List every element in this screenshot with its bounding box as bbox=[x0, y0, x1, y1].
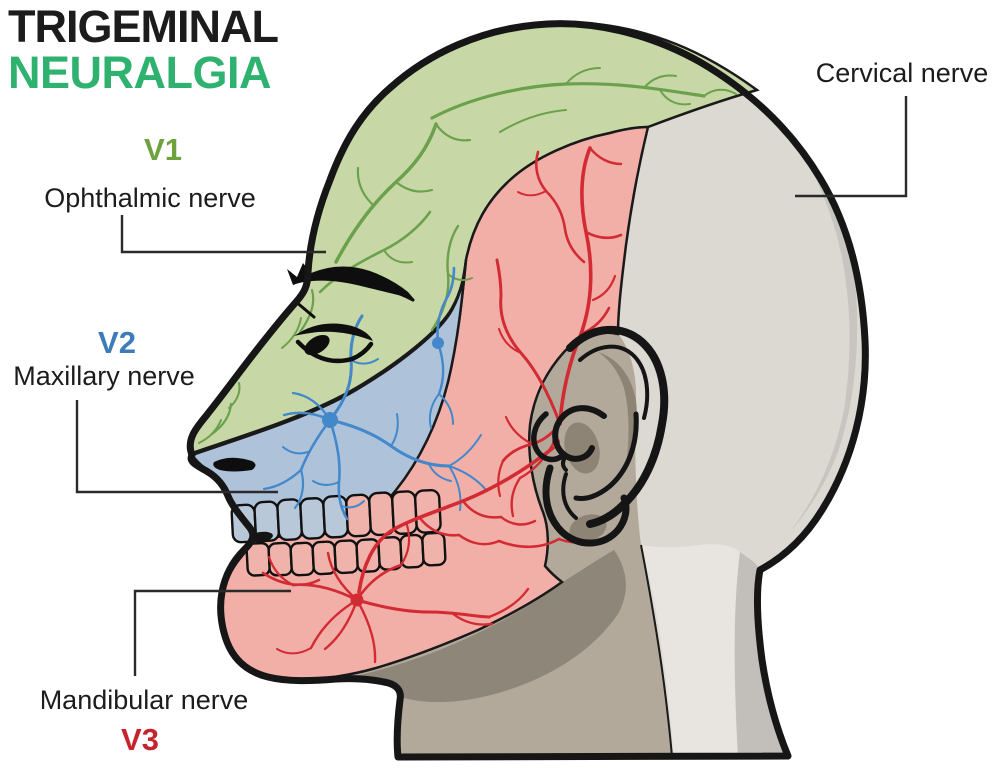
eyebrow bbox=[287, 263, 414, 299]
ear-tragus bbox=[531, 411, 565, 463]
cervical-name-label: Cervical nerve bbox=[816, 58, 989, 88]
ear-concha-curl bbox=[552, 405, 607, 462]
v2-name-label: Maxillary nerve bbox=[13, 361, 195, 391]
v3-nerve-branches bbox=[261, 146, 623, 664]
neck-divider-line bbox=[640, 544, 673, 758]
v2-leader-line bbox=[75, 400, 278, 494]
neck-light-band bbox=[641, 544, 740, 757]
cervical-leader-line bbox=[795, 96, 908, 198]
lower-teeth-row bbox=[245, 531, 447, 577]
v3-name-label: Mandibular nerve bbox=[40, 685, 249, 715]
leader-lines bbox=[75, 96, 908, 676]
ear-helix-outer bbox=[566, 326, 669, 528]
diagram-title-line2: NEURALGIA bbox=[8, 47, 271, 98]
neck-medium-band bbox=[734, 552, 788, 757]
v2-nerve-branches bbox=[262, 266, 488, 521]
eyebrow-hair-stroke bbox=[378, 285, 415, 302]
v3-ganglion-dot bbox=[350, 593, 364, 607]
eye-lower-lid bbox=[295, 339, 374, 364]
v1-abbr-label: V1 bbox=[144, 132, 182, 167]
v2-ganglion-dot-small bbox=[432, 337, 444, 349]
v3-leader-line bbox=[133, 589, 291, 676]
eye-upper-lid bbox=[294, 323, 373, 341]
v3-abbr-label: V3 bbox=[121, 722, 159, 757]
ear-antihelix bbox=[573, 411, 639, 501]
ear-lobe bbox=[542, 464, 630, 547]
diagram-title-line1: TRIGEMINAL bbox=[8, 1, 278, 52]
v1-leader-line bbox=[120, 215, 326, 254]
v1-name-label: Ophthalmic nerve bbox=[44, 183, 256, 213]
ear-lobe-inner bbox=[561, 472, 578, 520]
ear-concha-shadow bbox=[598, 352, 637, 466]
ear-notch bbox=[561, 454, 568, 472]
nostril bbox=[213, 457, 256, 472]
ear bbox=[531, 326, 669, 547]
v2-ganglion-dot bbox=[322, 412, 338, 428]
under-jaw-shadow bbox=[268, 550, 626, 703]
facial-features bbox=[213, 263, 415, 543]
back-head-shading bbox=[790, 130, 858, 532]
ear-helix-inner bbox=[578, 344, 650, 420]
v2-abbr-label: V2 bbox=[98, 325, 136, 360]
